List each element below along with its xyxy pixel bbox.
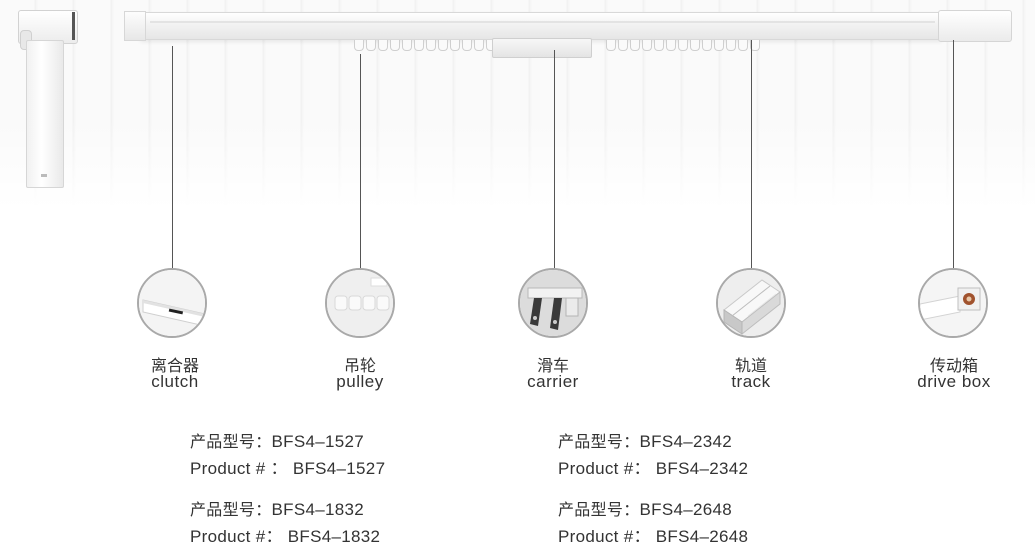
product-code-value: BFS4–1527 — [292, 459, 386, 478]
pulley-hook — [714, 40, 724, 51]
track-leader-line — [751, 40, 752, 268]
track-profile-icon — [716, 268, 786, 338]
pulley-hook — [390, 40, 400, 51]
pulley-hook — [414, 40, 424, 51]
pulley-row-left — [354, 40, 508, 52]
clutch-leader-line — [172, 46, 173, 268]
product-code-label-en: Product #： — [558, 459, 651, 478]
product-code-label-cn: 产品型号： — [558, 432, 640, 451]
product-code-label-en: Product #： — [190, 527, 283, 546]
pulley-hook — [354, 40, 364, 51]
pulley-hook — [378, 40, 388, 51]
pulley-hook — [642, 40, 652, 51]
curtain-track-rail — [140, 12, 942, 40]
product-code-label-en: Product # ： — [190, 459, 288, 478]
motor-body — [26, 40, 64, 188]
rail-groove — [150, 21, 935, 23]
pulley-hook — [618, 40, 628, 51]
product-code-en-1527: Product # ： BFS4–1527 — [190, 454, 385, 479]
track-label-cn: 轨道 — [734, 356, 767, 375]
clutch-housing — [124, 11, 146, 41]
drive-box-leader-line — [953, 40, 954, 268]
product-code-cn-2648: 产品型号：BFS4–2648 — [558, 496, 732, 520]
pulley-hook — [462, 40, 472, 51]
pulley-hook — [366, 40, 376, 51]
track-label-en: track — [731, 372, 771, 391]
product-code-value: BFS4–1832 — [287, 527, 381, 546]
product-code-value: BFS4–2648 — [655, 527, 749, 546]
pulley-hook — [678, 40, 688, 51]
pulley-hook — [426, 40, 436, 51]
drive-box-detail-icon — [918, 268, 988, 338]
product-code-cn-1832: 产品型号：BFS4–1832 — [190, 496, 364, 520]
product-code-value: BFS4–2342 — [639, 432, 733, 451]
clutch-label-en: clutch — [151, 372, 199, 391]
product-code-label-en: Product #： — [558, 527, 651, 546]
pulley-hook — [666, 40, 676, 51]
pulley-hook — [606, 40, 616, 51]
drive-box-label-en: drive box — [917, 372, 991, 391]
product-code-en-2342: Product #： BFS4–2342 — [558, 454, 748, 479]
drive-box-housing — [938, 10, 1012, 42]
pulley-leader-line — [360, 54, 361, 268]
drive-box-label-cn: 传动箱 — [929, 356, 978, 375]
pulley-hook — [654, 40, 664, 51]
carrier-label-cn: 滑车 — [536, 356, 569, 375]
pulley-hook — [690, 40, 700, 51]
pulley-detail-icon — [325, 268, 395, 338]
pulley-hook — [726, 40, 736, 51]
product-code-value: BFS4–1832 — [271, 500, 365, 519]
carrier-detail-icon — [518, 268, 588, 338]
pulley-label-cn: 吊轮 — [343, 356, 376, 375]
master-carrier — [492, 38, 592, 58]
product-code-value: BFS4–1527 — [271, 432, 365, 451]
clutch-detail-icon — [137, 268, 207, 338]
pulley-hook — [750, 40, 760, 51]
pulley-hook — [630, 40, 640, 51]
pulley-hook — [402, 40, 412, 51]
pulley-label-en: pulley — [336, 372, 384, 391]
product-code-value: BFS4–2342 — [655, 459, 749, 478]
backdrop-fade — [0, 120, 1035, 210]
pulley-hook — [738, 40, 748, 51]
product-code-value: BFS4–2648 — [639, 500, 733, 519]
pulley-hook — [702, 40, 712, 51]
product-code-cn-1527: 产品型号：BFS4–1527 — [190, 428, 364, 452]
clutch-label-cn: 离合器 — [150, 356, 199, 375]
product-code-en-2648: Product #： BFS4–2648 — [558, 522, 748, 547]
motor-clutch-stripe — [72, 12, 75, 40]
product-code-label-cn: 产品型号： — [558, 500, 640, 519]
pulley-hook — [438, 40, 448, 51]
carrier-leader-line — [554, 50, 555, 268]
pulley-hook — [474, 40, 484, 51]
pulley-hook — [450, 40, 460, 51]
product-code-en-1832: Product #： BFS4–1832 — [190, 522, 380, 547]
product-code-label-cn: 产品型号： — [190, 500, 272, 519]
product-code-cn-2342: 产品型号：BFS4–2342 — [558, 428, 732, 452]
pulley-row-right — [606, 40, 760, 52]
carrier-label-en: carrier — [527, 372, 579, 391]
product-code-label-cn: 产品型号： — [190, 432, 272, 451]
